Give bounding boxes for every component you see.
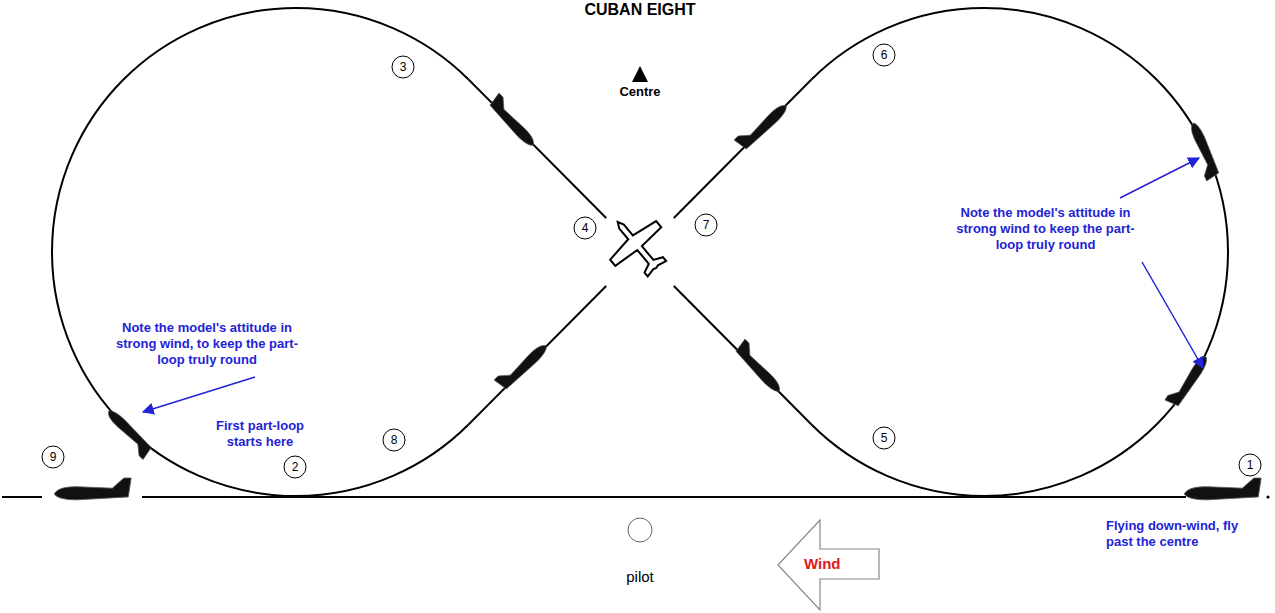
number-circle	[873, 427, 895, 449]
flight-path	[2, 8, 1228, 497]
note-text: Note the model's attitude in strong wind…	[107, 320, 307, 368]
wind-arrow-shape	[778, 520, 879, 610]
diagonal-line	[674, 286, 812, 424]
callout-number: 4	[582, 221, 589, 235]
callout-number: 4	[573, 216, 597, 240]
wind-arrow: Wind	[775, 518, 881, 611]
model-plane	[54, 478, 131, 500]
model-plane	[733, 339, 788, 394]
centre-plane	[595, 203, 680, 288]
ground-line	[142, 496, 1186, 498]
callout-number: 8	[382, 428, 406, 452]
note-text: Flying down-wind, fly past the centre	[1106, 518, 1256, 550]
callout-number: 6	[872, 43, 896, 67]
number-circle	[383, 429, 405, 451]
callout-number: 9	[50, 450, 57, 464]
callout-number: 1	[1247, 458, 1254, 472]
callout-number: 2	[292, 460, 299, 474]
model-plane	[1184, 478, 1261, 500]
callout-arrows	[143, 158, 1203, 412]
callout-number: 6	[881, 48, 888, 62]
number-circle	[695, 214, 717, 236]
model-plane	[734, 97, 789, 152]
note-text: Note the model's attitude in strong wind…	[943, 205, 1148, 253]
callout-number: 7	[694, 213, 718, 237]
number-circle	[42, 446, 64, 468]
pilot-label: pilot	[626, 568, 654, 585]
diagonal-line	[469, 286, 607, 424]
number-circle	[873, 44, 895, 66]
title: CUBAN EIGHT	[490, 1, 790, 19]
model-plane	[1182, 121, 1222, 181]
pilot-marker-outline	[620, 517, 660, 545]
left-loop	[52, 8, 469, 496]
wind-label: Wind	[804, 555, 841, 572]
diagonal-line	[674, 79, 812, 217]
ground-line	[2, 496, 42, 498]
callout-number: 5	[872, 426, 896, 450]
model-plane	[487, 93, 542, 148]
centre-label: Centre	[580, 84, 700, 100]
callout-arrow	[1120, 158, 1199, 198]
model-plane	[494, 337, 549, 392]
note-text: First part-loop starts here	[201, 418, 319, 450]
right-loop	[811, 8, 1228, 496]
callout-number: 1	[1238, 453, 1262, 477]
number-circle	[392, 56, 414, 78]
callout-number: 7	[703, 218, 710, 232]
model-plane	[1165, 351, 1210, 409]
callout-number: 5	[881, 431, 888, 445]
line-dot	[1266, 495, 1269, 498]
centre-marker	[632, 66, 648, 82]
callout-number: 3	[391, 55, 415, 79]
callout-arrow	[143, 377, 255, 412]
pilot-circle	[628, 518, 652, 542]
callout-number: 2	[283, 455, 307, 479]
callout-arrow	[1142, 262, 1203, 368]
number-circle	[574, 217, 596, 239]
number-circle	[284, 456, 306, 478]
model-plane	[100, 408, 154, 460]
callout-number: 8	[391, 433, 398, 447]
planes	[54, 93, 1261, 500]
number-circle	[1239, 454, 1261, 476]
pilot-marker: pilot	[620, 517, 660, 586]
callout-number: 9	[41, 445, 65, 469]
callout-number: 3	[400, 60, 407, 74]
diagonal-line	[469, 79, 607, 217]
